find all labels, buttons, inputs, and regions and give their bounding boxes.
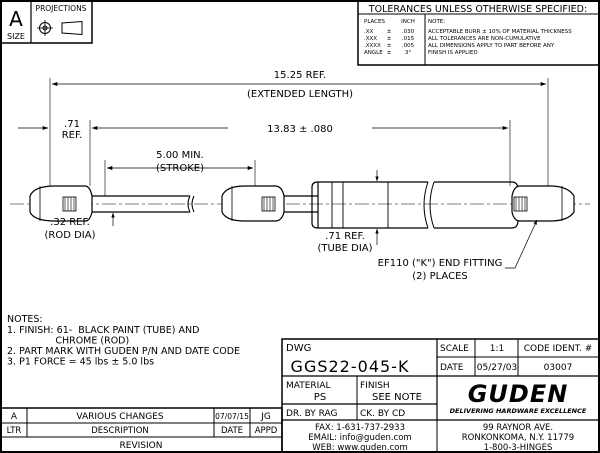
tolerance-inch: 3° (405, 50, 411, 56)
checked-by: CK. BY CD (360, 409, 405, 419)
tolerance-pm: ± (387, 29, 392, 35)
tolerance-inch: .005 (402, 43, 415, 49)
revision-date: 07/07/15 (215, 412, 249, 421)
tube-dia-label: (TUBE DIA) (317, 243, 372, 254)
rod-dia-value: .32 REF. (50, 217, 90, 228)
revision-header-description: DESCRIPTION (91, 426, 149, 436)
date-label: DATE (440, 363, 464, 373)
tolerance-note-line: FINISH IS APPLIED (428, 50, 478, 56)
left-end-fitting (29, 185, 93, 222)
tolerance-note-line: ALL TOLERANCES ARE NON-CUMULATIVE (428, 36, 541, 42)
tolerance-col-places: PLACES (364, 19, 385, 25)
code-ident-value: 03007 (544, 363, 573, 373)
tolerance-inch: .030 (402, 29, 415, 35)
tolerance-places: .XXXX (364, 43, 381, 49)
tube-body (311, 181, 519, 229)
right-end-fitting (511, 185, 575, 222)
tolerance-note-line: ACCEPTABLE BURR ± 10% OF MATERIAL THICKN… (428, 29, 572, 35)
date-value: 05/27/03 (477, 363, 517, 373)
drawn-by: DR. BY RAG (286, 409, 338, 419)
tolerance-places: ANGLE (364, 50, 383, 56)
revision-header-appd: APPD (255, 426, 278, 436)
size-label: SIZE (7, 32, 25, 41)
tolerance-pm: ± (387, 50, 392, 56)
material-label: MATERIAL (286, 381, 331, 391)
size-letter: A (9, 7, 23, 31)
fitting-offset-ref: REF. (62, 130, 83, 141)
fax: FAX: 1-631-737-2933 (315, 423, 405, 433)
revision-text: A VARIOUS CHANGES 07/07/15 JG LTR DESCRI… (7, 412, 278, 451)
tolerance-notes: ACCEPTABLE BURR ± 10% OF MATERIAL THICKN… (428, 29, 572, 56)
revision-header-date: DATE (221, 426, 243, 436)
tolerance-block: TOLERANCES UNLESS OTHERWISE SPECIFIED: P… (357, 0, 600, 66)
fitting-offset-value: .71 (64, 119, 80, 130)
finish-label: FINISH (360, 381, 390, 391)
email: EMAIL: info@guden.com (308, 433, 411, 443)
web: WEB: www.guden.com (312, 443, 408, 453)
note-line: 2. PART MARK WITH GUDEN P/N AND DATE COD… (7, 346, 240, 357)
tube-dia-value: .71 REF. (325, 231, 365, 242)
revision-header-ltr: LTR (7, 426, 22, 436)
dwg-number: GGS22-045-K (291, 357, 410, 376)
projections-label: PROJECTIONS (36, 4, 87, 13)
end-fitting-label: EF110 ("K") END FITTING (378, 258, 503, 269)
center-length-value: 13.83 ± .080 (267, 124, 333, 135)
note-line: 3. P1 FORCE = 45 lbs ± 5.0 lbs (7, 357, 154, 368)
revision-ltr: A (11, 412, 18, 422)
tolerance-note-line: ALL DIMENSIONS APPLY TO PART BEFORE ANY (428, 43, 555, 49)
tagline: DELIVERING HARDWARE EXCELLENCE (450, 407, 587, 415)
revision-title: REVISION (120, 441, 163, 451)
tolerance-col-note: NOTE: (428, 19, 445, 25)
extended-length-value: 15.25 REF. (274, 70, 326, 81)
extended-length-label: (EXTENDED LENGTH) (247, 89, 353, 100)
revision-block (0, 407, 283, 453)
address-line-2: RONKONKOMA, N.Y. 11779 (462, 433, 574, 443)
phone: 1-800-3-HINGES (484, 443, 553, 453)
stroke-label: (STROKE) (156, 163, 204, 174)
title-block-text: DWG GGS22-045-K SCALE 1:1 CODE IDENT. # … (286, 343, 592, 453)
dimension-labels: 15.25 REF. (EXTENDED LENGTH) 13.83 ± .08… (45, 70, 503, 282)
tolerance-pm: ± (387, 36, 392, 42)
tolerance-places: .XXX (364, 36, 377, 42)
title-block (281, 338, 600, 453)
tolerance-pm: ± (387, 43, 392, 49)
size-block: A SIZE PROJECTIONS (0, 0, 93, 44)
revision-description: VARIOUS CHANGES (76, 412, 163, 422)
finish-value: SEE NOTE (372, 392, 422, 403)
tolerance-places: .XX (364, 29, 374, 35)
projection-symbol-icon (37, 20, 83, 36)
gas-spring-drawing (10, 78, 590, 269)
rod-dia-label: (ROD DIA) (45, 230, 96, 241)
code-ident-label: CODE IDENT. # (524, 344, 593, 354)
end-fitting-leader (505, 219, 538, 269)
address-line-1: 99 RAYNOR AVE. (483, 423, 553, 433)
note-line: CHROME (ROD) (7, 336, 129, 347)
stroke-value: 5.00 MIN. (156, 150, 204, 161)
note-line: 1. FINISH: 61- BLACK PAINT (TUBE) AND (7, 325, 199, 336)
tolerance-inch: .015 (402, 36, 415, 42)
guden-logo: GUDEN (468, 380, 569, 408)
end-fitting-places: (2) PLACES (412, 271, 468, 282)
revision-appd: JG (260, 412, 271, 422)
dwg-label: DWG (286, 343, 311, 354)
scale-label: SCALE (440, 344, 469, 354)
scale-value: 1:1 (490, 344, 504, 354)
material-value: PS (314, 392, 326, 403)
rod-segment-left (92, 195, 195, 213)
notes-block: NOTES: 1. FINISH: 61- BLACK PAINT (TUBE)… (7, 314, 240, 368)
tolerance-col-inch: INCH (401, 19, 415, 25)
middle-end-fitting (221, 185, 285, 222)
notes-title: NOTES: (7, 314, 43, 325)
tolerance-title: TOLERANCES UNLESS OTHERWISE SPECIFIED: (368, 4, 587, 15)
